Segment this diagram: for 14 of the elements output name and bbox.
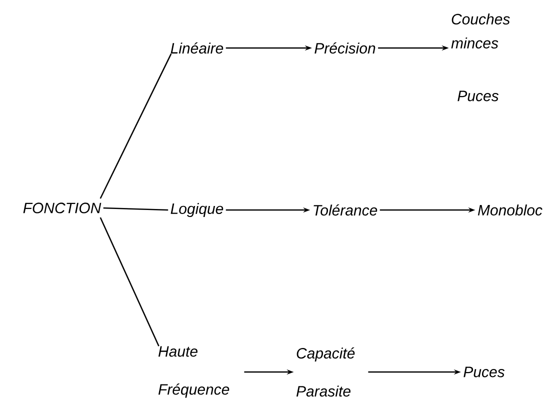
list-item: Puces bbox=[458, 90, 499, 102]
node-text: Haute Fréquence bbox=[158, 346, 230, 398]
node-text: Tolérance bbox=[314, 204, 378, 216]
node-text: FONCTION bbox=[23, 202, 102, 214]
branch-line bbox=[100, 217, 160, 346]
branch-line bbox=[100, 54, 172, 199]
node-text: Logique bbox=[170, 203, 224, 217]
node-text: Monobloc bbox=[478, 204, 542, 216]
node-text: Linéaire bbox=[170, 42, 224, 54]
node-text: Précision bbox=[314, 42, 376, 54]
node-text: Capacité Parasite bbox=[296, 347, 355, 397]
node-text: Couches minces bbox=[451, 13, 510, 48]
branch-line bbox=[103, 207, 168, 211]
node-text: Puces bbox=[464, 366, 505, 378]
